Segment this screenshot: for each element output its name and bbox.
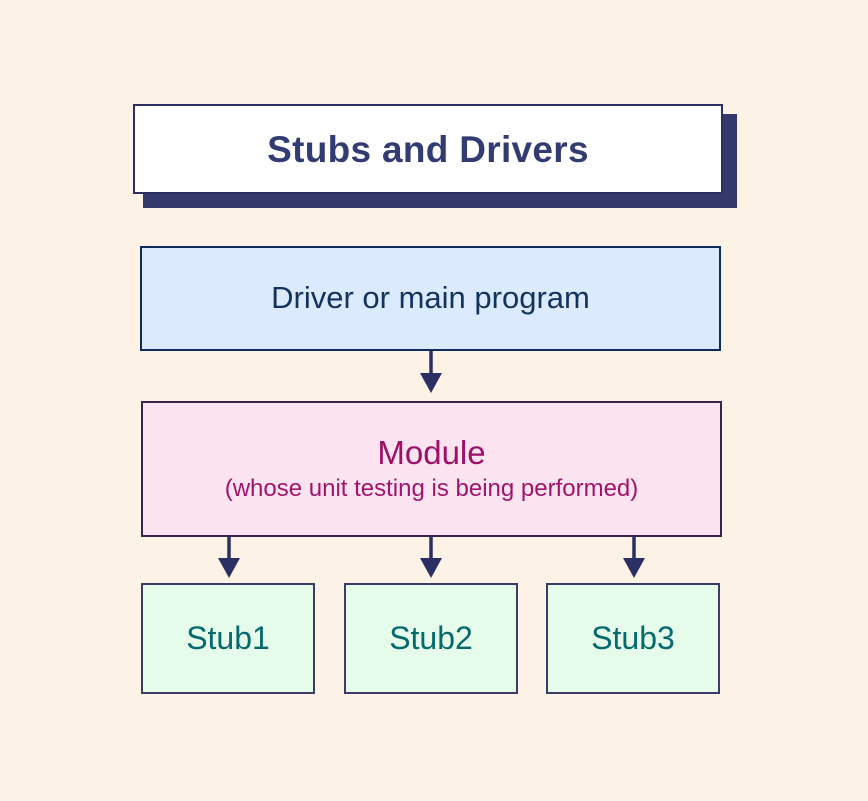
stub-box-2-label: Stub2 — [389, 619, 473, 656]
page-title: Stubs and Drivers — [267, 128, 589, 170]
stub-box-1-label: Stub1 — [186, 619, 270, 656]
driver-box-label: Driver or main program — [271, 280, 590, 316]
arrow-module-to-stub3 — [623, 537, 645, 578]
module-box: Module (whose unit testing is being perf… — [141, 401, 722, 537]
stub-box-3: Stub3 — [546, 583, 720, 694]
arrow-module-to-stub1 — [218, 537, 240, 578]
arrow-driver-to-module — [420, 351, 442, 393]
title-card: Stubs and Drivers — [133, 104, 723, 194]
stub-box-3-label: Stub3 — [591, 619, 675, 656]
arrow-module-to-stub2 — [420, 537, 442, 578]
stub-box-1: Stub1 — [141, 583, 315, 694]
stub-box-2: Stub2 — [344, 583, 518, 694]
driver-box: Driver or main program — [140, 246, 721, 351]
module-box-title: Module — [377, 434, 486, 472]
module-box-subtitle: (whose unit testing is being performed) — [224, 475, 639, 503]
